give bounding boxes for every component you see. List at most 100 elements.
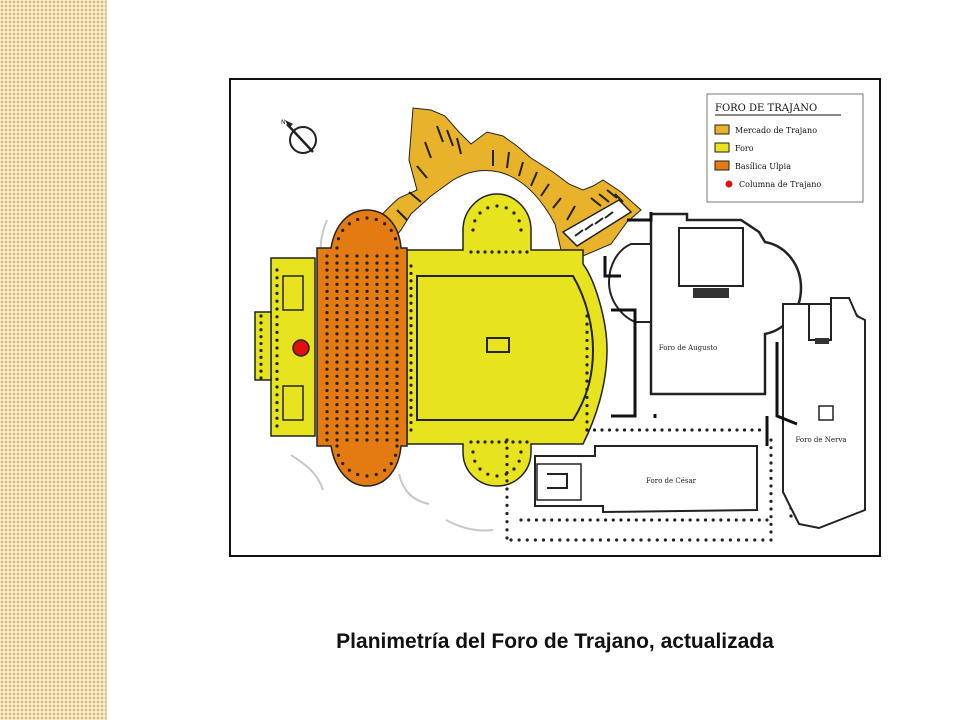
column-dot xyxy=(275,323,279,327)
column-dot xyxy=(275,408,279,412)
column-dot xyxy=(365,303,369,308)
column-dot xyxy=(335,388,339,393)
column-dot xyxy=(259,328,263,332)
foro-de-nerva: Foro de Nerva xyxy=(782,297,866,530)
floor-plan: Foro de Augusto Foro de Nerva Foro de Cé… xyxy=(254,93,866,542)
column-dot xyxy=(409,361,413,365)
column-dot xyxy=(675,428,679,432)
column-dot xyxy=(711,518,715,522)
column-dot xyxy=(505,520,509,524)
column-dot xyxy=(395,353,399,357)
column-dot xyxy=(345,360,349,364)
column-dot xyxy=(395,381,399,385)
column-dot xyxy=(325,395,329,400)
column-dot xyxy=(409,309,413,313)
column-dot xyxy=(519,228,523,232)
column-dot xyxy=(505,503,509,507)
column-dot xyxy=(345,395,349,400)
column-dot xyxy=(585,346,589,351)
column-dot xyxy=(275,393,279,397)
column-dot xyxy=(478,211,482,215)
column-dot xyxy=(395,303,399,308)
column-dot xyxy=(259,335,263,339)
column-dot xyxy=(389,462,393,466)
floor-plan-frame: Foro de Augusto Foro de Nerva Foro de Cé… xyxy=(229,78,881,557)
column-dot xyxy=(517,459,521,463)
column-dot xyxy=(769,538,773,542)
column-dot xyxy=(345,275,349,279)
column-dot xyxy=(395,367,399,371)
column-dot xyxy=(615,428,619,432)
column-dot xyxy=(395,444,399,448)
column-dot xyxy=(574,538,578,542)
column-dot xyxy=(355,410,359,414)
column-dot xyxy=(375,431,379,435)
column-dot xyxy=(325,353,329,357)
column-dot xyxy=(712,538,716,542)
column-dot xyxy=(335,417,339,421)
column-dot xyxy=(325,367,329,371)
column-dot xyxy=(409,316,413,320)
column-dot xyxy=(335,360,339,364)
column-dot xyxy=(615,538,619,542)
column-dot xyxy=(345,431,349,435)
column-dot xyxy=(325,254,329,258)
column-dot xyxy=(720,428,724,432)
column-dot xyxy=(375,296,379,301)
column-dot xyxy=(345,311,349,315)
column-dot xyxy=(395,431,399,435)
column-dot xyxy=(345,289,349,293)
column-dot xyxy=(355,360,359,364)
column-dot xyxy=(335,325,339,329)
column-dot xyxy=(385,303,389,308)
column-dot xyxy=(395,417,399,421)
column-dot xyxy=(385,282,389,286)
column-dot xyxy=(275,369,279,373)
column-dot xyxy=(518,440,522,444)
column-dot xyxy=(645,428,649,432)
column-dot xyxy=(486,472,490,476)
column-dot xyxy=(325,261,329,265)
column-dot xyxy=(525,250,529,254)
column-dot xyxy=(409,346,413,350)
column-dot xyxy=(356,472,360,477)
column-dot xyxy=(409,301,413,305)
column-dot xyxy=(720,538,724,542)
column-dot xyxy=(341,228,345,232)
column-dot xyxy=(607,428,612,432)
column-dot xyxy=(712,428,717,432)
column-dot xyxy=(585,330,589,334)
column-dot xyxy=(511,250,515,254)
column-dot xyxy=(259,355,263,359)
column-dot xyxy=(375,318,379,322)
column-dot xyxy=(517,538,521,542)
column-dot xyxy=(385,438,389,442)
column-dot xyxy=(365,261,369,265)
column-dot xyxy=(550,518,554,522)
column-dot xyxy=(395,360,399,364)
column-dot xyxy=(639,538,643,542)
column-dot xyxy=(345,367,349,371)
column-dot xyxy=(355,431,359,435)
column-dot xyxy=(395,296,399,301)
column-dot xyxy=(395,395,399,400)
column-dot xyxy=(580,518,585,522)
column-dot xyxy=(335,346,339,350)
column-dot xyxy=(471,450,475,454)
column-dot xyxy=(345,325,349,329)
column-dot xyxy=(365,431,369,435)
column-dot xyxy=(275,307,279,311)
column-dot xyxy=(761,538,765,542)
column-dot xyxy=(603,518,608,522)
label-foro-cesar: Foro de César xyxy=(646,477,697,485)
column-dot xyxy=(505,462,509,467)
column-dot xyxy=(365,325,369,329)
column-dot xyxy=(671,538,676,542)
column-dot xyxy=(393,237,398,241)
column-dot xyxy=(585,395,589,400)
column-dot xyxy=(385,268,389,272)
column-dot xyxy=(375,268,379,272)
column-dot xyxy=(275,284,279,288)
column-dot xyxy=(476,440,480,444)
column-dot xyxy=(505,495,509,499)
